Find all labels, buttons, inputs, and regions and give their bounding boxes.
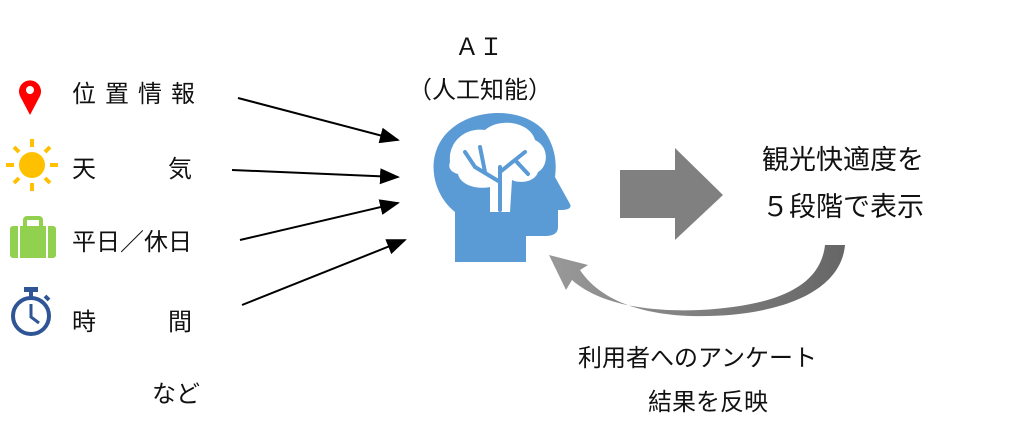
feedback-curved-arrow bbox=[549, 245, 845, 317]
input-arrow-time bbox=[241, 239, 407, 306]
input-label-location: 位置情報 bbox=[72, 80, 204, 108]
ai-subtitle: （人工知能） bbox=[408, 76, 552, 104]
input-label-time: 時 間 bbox=[72, 308, 192, 336]
ai-title: ＡＩ bbox=[455, 33, 503, 61]
input-label-weather: 天 気 bbox=[72, 155, 192, 183]
input-arrow-location bbox=[237, 97, 400, 144]
input-arrow-weekday bbox=[239, 199, 400, 241]
output-line1: 観光快適度を bbox=[762, 145, 924, 176]
sun-icon bbox=[5, 137, 59, 197]
input-label-weekday: 平日／休日 bbox=[72, 228, 192, 256]
suitcase-icon bbox=[10, 216, 56, 262]
input-arrow-weather bbox=[231, 168, 400, 185]
stopwatch-icon bbox=[8, 287, 54, 341]
feedback-line1: 利用者へのアンケート bbox=[578, 344, 818, 372]
output-arrow bbox=[620, 148, 723, 240]
map-pin-icon bbox=[17, 78, 43, 120]
etc-label: など bbox=[152, 380, 200, 408]
output-line2: ５段階で表示 bbox=[762, 192, 924, 223]
head-brain-icon bbox=[433, 112, 571, 262]
feedback-line2: 結果を反映 bbox=[648, 388, 768, 416]
